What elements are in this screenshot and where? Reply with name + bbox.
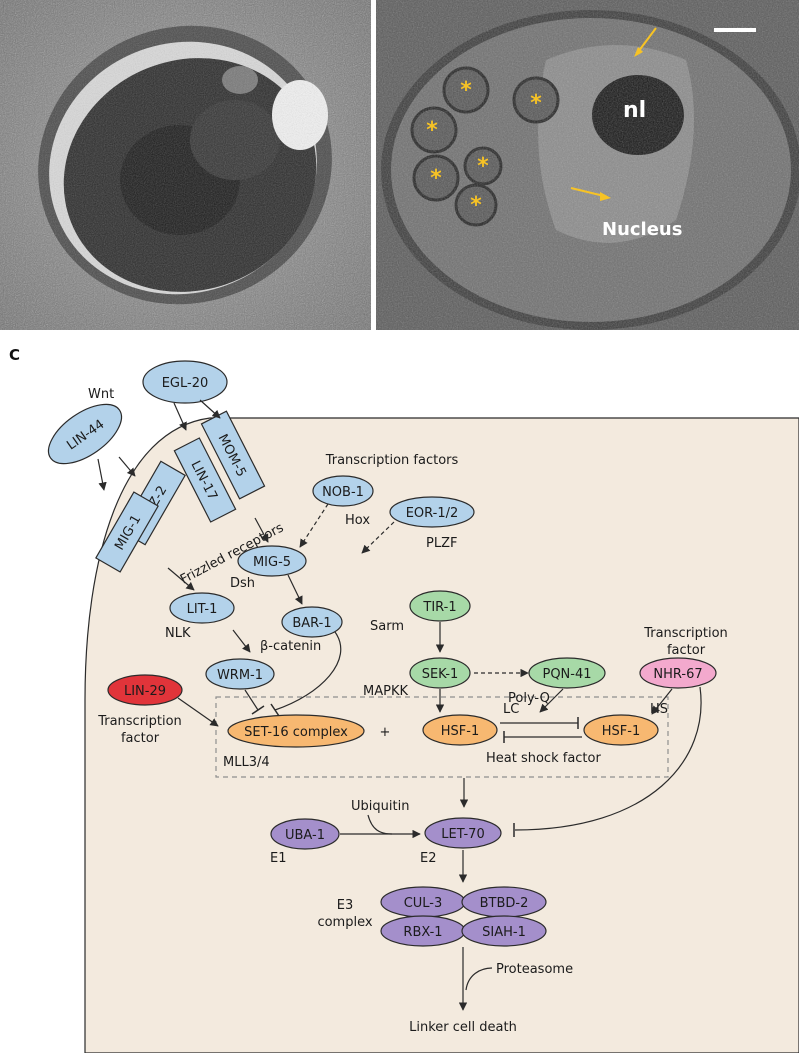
sarm-label: Sarm: [370, 619, 404, 634]
e3-label: E3: [337, 898, 354, 913]
node-bar-1: [281, 606, 343, 638]
node-hsf-1-hs: [583, 714, 659, 746]
panel-c-letter: C: [9, 346, 21, 364]
node-lit-1: [169, 592, 235, 624]
linker-cell-death-label: Linker cell death: [409, 1020, 517, 1035]
micrograph-panel-b: * * * * * * nl Nucleus: [376, 0, 799, 330]
node-uba-1: [270, 818, 340, 850]
node-pqn-41-label: PQN-41: [542, 667, 591, 682]
node-rbx-1-label: RBX-1: [403, 925, 442, 940]
node-eor-1-2: [389, 496, 475, 528]
hs-label: HS: [650, 702, 668, 717]
node-hsf-1-lc-label: HSF-1: [441, 724, 479, 739]
micrograph-panel-a: [0, 0, 371, 330]
node-set-16-complex-label: SET-16 complex: [244, 725, 348, 740]
node-lin-29: [107, 674, 183, 706]
node-nob-1-label: NOB-1: [322, 485, 364, 500]
node-nob-1: [312, 475, 374, 507]
receptor-mig-1: [95, 491, 159, 573]
poly-q-label: Poly-Q: [508, 691, 550, 706]
wnt-label: Wnt: [88, 387, 114, 402]
lin-29-transcription-label: Transcription: [97, 714, 182, 729]
micrograph-b-image: * * * * * *: [376, 0, 799, 330]
node-eor-1-2-label: EOR-1/2: [406, 506, 459, 521]
heat-shock-factor-label: Heat shock factor: [486, 751, 601, 766]
asterisk: *: [530, 91, 542, 116]
node-siah-1-label: SIAH-1: [482, 925, 526, 940]
node-wrm-1-label: WRM-1: [217, 668, 263, 683]
asterisk: *: [470, 193, 482, 218]
asterisk: *: [460, 78, 472, 103]
node-sek-1: [409, 657, 471, 689]
node-egl-20: [142, 360, 228, 404]
node-mig-5-label: MIG-5: [253, 555, 291, 570]
asterisk: *: [426, 118, 438, 143]
node-uba-1-label: UBA-1: [285, 828, 325, 843]
nucleolus-label: nl: [623, 98, 647, 123]
e1-label: E1: [270, 851, 287, 866]
node-egl-20-label: EGL-20: [162, 376, 209, 391]
scale-bar: [714, 28, 756, 32]
node-sek-1-label: SEK-1: [422, 667, 459, 682]
mll-label: MLL3/4: [223, 755, 270, 770]
node-wrm-1: [205, 658, 275, 690]
node-lin-44: [47, 403, 123, 465]
dsh-label: Dsh: [230, 576, 255, 591]
node-cul-3-label: CUL-3: [404, 896, 443, 911]
node-hsf-1-hs-label: HSF-1: [602, 724, 640, 739]
asterisk: *: [430, 166, 442, 191]
node-pqn-41: [528, 657, 606, 689]
lin-29-factor-label: factor: [121, 731, 160, 746]
nlk-label: NLK: [165, 626, 191, 641]
hox-label: Hox: [345, 513, 370, 528]
plus-sign: +: [380, 725, 391, 740]
node-btbd-2-label: BTBD-2: [480, 896, 529, 911]
proteasome-label: Proteasome: [496, 962, 573, 977]
nhr-67-factor-label: factor: [667, 643, 706, 658]
node-set-16-complex: [227, 714, 365, 748]
node-hsf-1-lc: [422, 714, 498, 746]
transcription-factors-label: Transcription factors: [325, 453, 459, 468]
node-nhr-67-label: NHR-67: [653, 667, 702, 682]
lc-label: LC: [503, 702, 519, 717]
nucleus-label: Nucleus: [602, 219, 683, 240]
node-siah-1: [461, 915, 547, 947]
nuclear-complex-box: [215, 696, 669, 778]
node-lit-1-label: LIT-1: [187, 602, 218, 617]
node-let-70: [424, 817, 502, 849]
ubiquitin-label: Ubiquitin: [351, 799, 409, 814]
arrow-1: [637, 27, 657, 53]
node-lin-29-label: LIN-29: [124, 684, 166, 699]
arrow-2: [570, 187, 605, 197]
nhr-67-transcription-label: Transcription: [643, 626, 728, 641]
receptor-lin-17: [173, 437, 237, 523]
e2-label: E2: [420, 851, 437, 866]
mapkk-label: MAPKK: [363, 684, 408, 699]
plzf-label: PLZF: [426, 536, 457, 551]
node-bar-1-label: BAR-1: [292, 616, 331, 631]
beta-catenin-label: β-catenin: [260, 639, 321, 654]
node-tir-1: [409, 590, 471, 622]
node-nhr-67: [639, 657, 717, 689]
node-let-70-label: LET-70: [441, 827, 484, 842]
e3-complex-label: complex: [317, 915, 372, 930]
node-mig-5: [237, 545, 307, 577]
asterisk: *: [477, 154, 489, 179]
micrograph-a-image: [0, 0, 371, 330]
node-tir-1-label: TIR-1: [422, 600, 456, 615]
